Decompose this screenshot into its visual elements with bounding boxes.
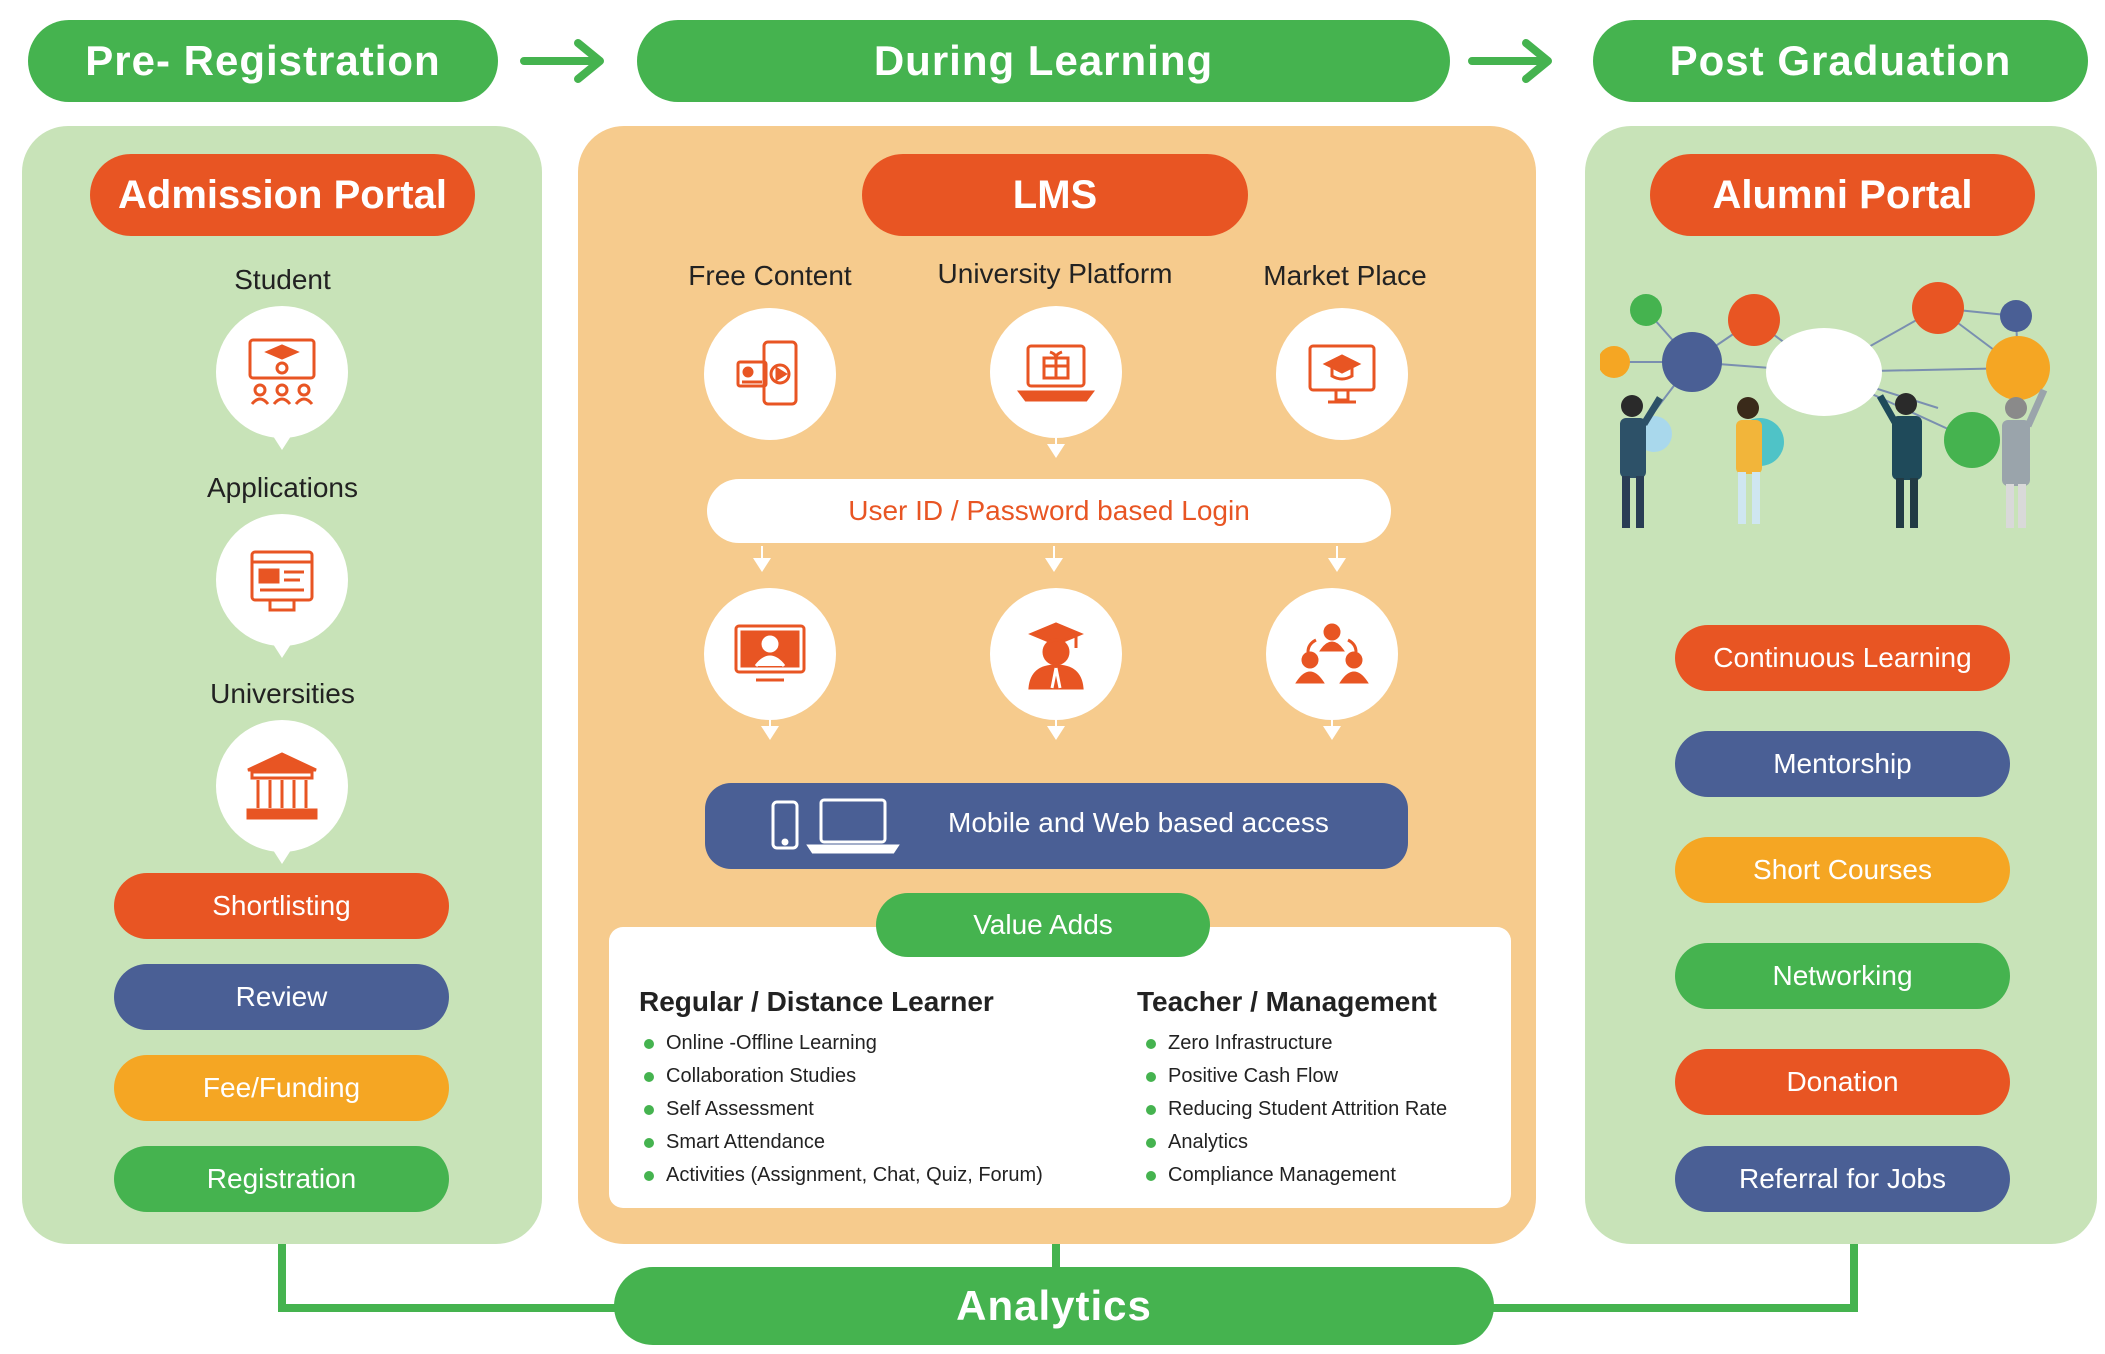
graduation-classroom-icon xyxy=(248,338,316,405)
universities-circle xyxy=(216,720,348,852)
arrow-right-icon xyxy=(520,38,610,89)
flow-arrow xyxy=(1323,720,1341,740)
service-short-courses: Short Courses xyxy=(1675,837,2010,903)
list-item: Online -Offline Learning xyxy=(640,1027,1043,1060)
market-place-circle xyxy=(1276,308,1408,440)
list-item: Activities (Assignment, Chat, Quiz, Foru… xyxy=(640,1159,1043,1192)
access-label: Mobile and Web based access xyxy=(948,807,1329,838)
list-item: Smart Attendance xyxy=(640,1126,1043,1159)
source-label-market-place: Market Place xyxy=(1263,260,1427,291)
service-mentorship: Mentorship xyxy=(1675,731,2010,797)
role-circle-tutor xyxy=(704,588,836,720)
stage-registration: Registration xyxy=(114,1146,449,1212)
flow-arrow xyxy=(1047,720,1065,740)
source-label-university-platform: University Platform xyxy=(937,258,1173,289)
monitor-graduation-icon xyxy=(1308,344,1376,404)
value-adds-title: Value Adds xyxy=(876,893,1210,957)
connector-line-center-vertical xyxy=(1052,1240,1060,1280)
group-collaboration-icon xyxy=(1295,623,1369,684)
list-item: Self Assessment xyxy=(640,1093,1043,1126)
step-label-applications: Applications xyxy=(207,472,358,503)
flow-arrow xyxy=(273,436,291,450)
service-networking: Networking xyxy=(1675,943,2010,1009)
teacher-list: Zero Infrastructure Positive Cash Flow R… xyxy=(1142,1027,1447,1192)
free-content-circle xyxy=(704,308,836,440)
flow-arrow xyxy=(761,720,779,740)
stage-fee-funding: Fee/Funding xyxy=(114,1055,449,1121)
list-item: Zero Infrastructure xyxy=(1142,1027,1447,1060)
step-label-universities: Universities xyxy=(210,678,355,709)
service-continuous-learning: Continuous Learning xyxy=(1675,625,2010,691)
access-bar: Mobile and Web based access xyxy=(705,783,1408,869)
flow-arrow xyxy=(1328,546,1346,572)
step-label-student: Student xyxy=(234,264,331,295)
login-bar: User ID / Password based Login xyxy=(707,479,1391,543)
learner-list: Online -Offline Learning Collaboration S… xyxy=(640,1027,1043,1192)
connector-line-left-vertical xyxy=(278,1240,286,1312)
learner-heading: Regular / Distance Learner xyxy=(639,986,994,1017)
alumni-portal-title: Alumni Portal xyxy=(1650,154,2035,236)
flow-arrow xyxy=(1045,546,1063,572)
value-adds-box xyxy=(609,927,1511,1208)
role-circle-group xyxy=(1266,588,1398,720)
online-tutor-icon xyxy=(734,624,806,682)
application-form-icon xyxy=(250,550,314,612)
student-circle xyxy=(216,306,348,438)
stage-review: Review xyxy=(114,964,449,1030)
teacher-heading: Teacher / Management xyxy=(1137,986,1437,1017)
mobile-laptop-icon xyxy=(771,798,900,854)
service-referral-for-jobs: Referral for Jobs xyxy=(1675,1146,2010,1212)
flow-arrow xyxy=(1047,438,1065,458)
university-platform-circle xyxy=(990,306,1122,438)
connector-line-right-vertical xyxy=(1850,1240,1858,1312)
list-item: Analytics xyxy=(1142,1126,1447,1159)
university-building-icon xyxy=(246,752,318,820)
source-label-free-content: Free Content xyxy=(688,260,852,291)
graduate-student-icon xyxy=(1028,622,1084,690)
flow-arrow xyxy=(273,850,291,864)
list-item: Collaboration Studies xyxy=(640,1060,1043,1093)
service-donation: Donation xyxy=(1675,1049,2010,1115)
connector-line-left-horizontal xyxy=(278,1304,638,1312)
list-item: Reducing Student Attrition Rate xyxy=(1142,1093,1447,1126)
connector-line-right-horizontal xyxy=(1490,1304,1858,1312)
phase-post-graduation: Post Graduation xyxy=(1593,20,2088,102)
lms-title: LMS xyxy=(862,154,1248,236)
admission-portal-title: Admission Portal xyxy=(90,154,475,236)
flow-arrow xyxy=(273,644,291,658)
flow-arrow xyxy=(753,546,771,572)
list-item: Compliance Management xyxy=(1142,1159,1447,1192)
mobile-video-icon xyxy=(736,340,798,406)
role-circle-student xyxy=(990,588,1122,720)
alumni-network-illustration xyxy=(1600,282,2050,528)
laptop-gift-icon xyxy=(1017,344,1095,402)
list-item: Positive Cash Flow xyxy=(1142,1060,1447,1093)
arrow-right-icon xyxy=(1468,38,1558,89)
applications-circle xyxy=(216,514,348,646)
phase-pre-registration: Pre- Registration xyxy=(28,20,498,102)
stage-shortlisting: Shortlisting xyxy=(114,873,449,939)
phase-during-learning: During Learning xyxy=(637,20,1450,102)
analytics-bar: Analytics xyxy=(614,1267,1494,1345)
